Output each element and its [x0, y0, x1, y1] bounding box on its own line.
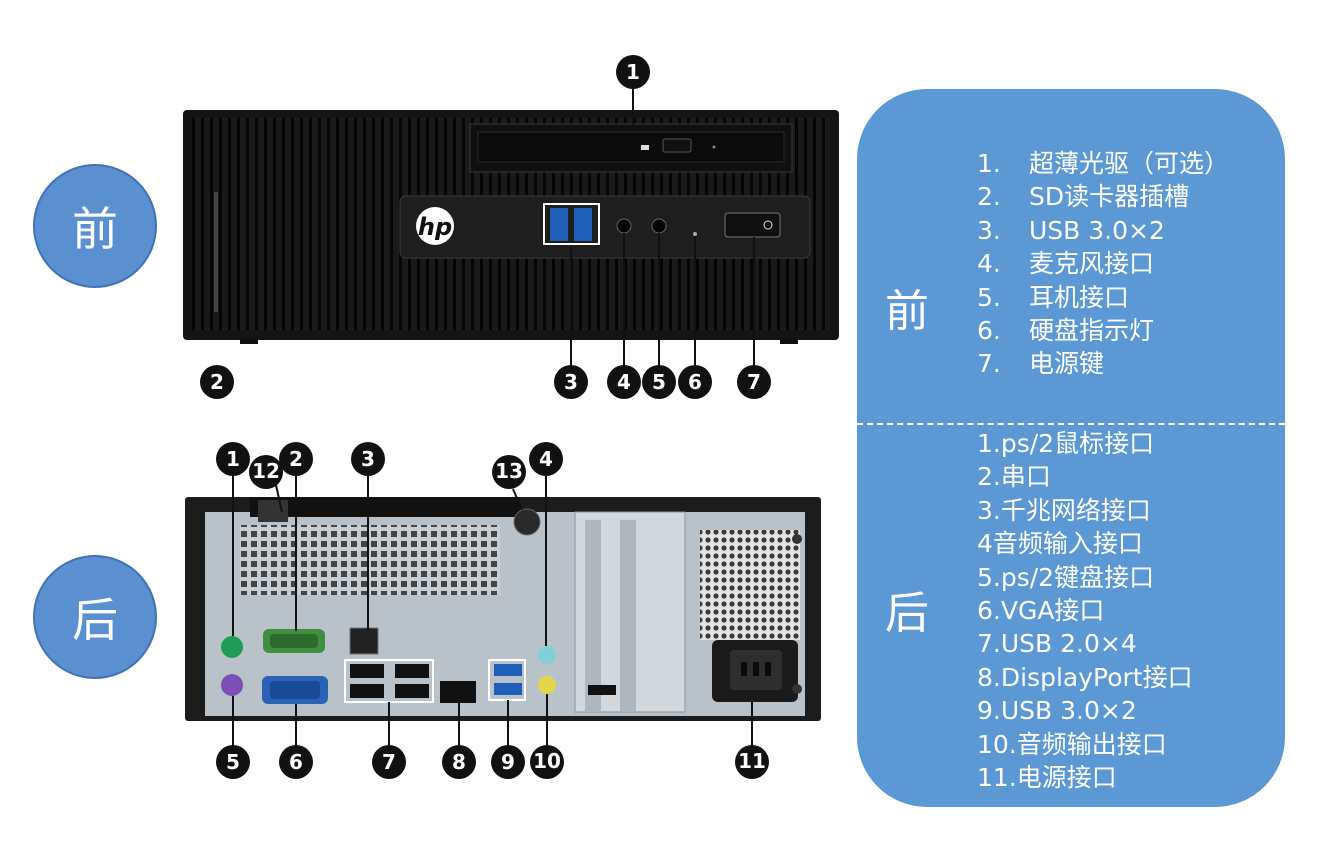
- back-callout-4: 4: [529, 442, 563, 476]
- legend-panel: 前 1.超薄光驱（可选） 2.SD读卡器插槽 3.USB 3.0×2 4.麦克风…: [857, 89, 1285, 807]
- panel-divider: [857, 423, 1285, 425]
- front-port-list: 1.超薄光驱（可选） 2.SD读卡器插槽 3.USB 3.0×2 4.麦克风接口…: [977, 147, 1229, 381]
- back-callout-7: 7: [372, 745, 406, 779]
- svg-text:3: 3: [361, 447, 375, 471]
- list-item: 5.耳机接口: [977, 282, 1130, 312]
- list-item: 4音频输入接口: [977, 529, 1143, 559]
- list-item: 8.DisplayPort接口: [977, 662, 1193, 692]
- front-callout-1: 1: [616, 55, 650, 89]
- list-item: 2.串口: [977, 462, 1051, 492]
- list-item: 2.SD读卡器插槽: [977, 182, 1190, 212]
- front-callouts: 1 2 3 4 5 6 7: [200, 55, 771, 399]
- svg-text:8: 8: [452, 750, 466, 774]
- svg-text:4: 4: [617, 370, 631, 394]
- back-callout-12: 12: [249, 455, 283, 489]
- front-callout-4: 4: [607, 365, 641, 399]
- front-label-circle: 前: [33, 164, 157, 288]
- svg-text:3: 3: [564, 370, 578, 394]
- svg-text:12: 12: [252, 459, 280, 483]
- svg-text:4: 4: [539, 447, 553, 471]
- back-callout-5: 5: [216, 745, 250, 779]
- list-item: 6.硬盘指示灯: [977, 315, 1155, 345]
- front-callout-3: 3: [554, 365, 588, 399]
- svg-text:2: 2: [289, 447, 303, 471]
- back-callouts: 1 2 3 4 5 6 7 8 9 10 11 12 13: [216, 442, 769, 779]
- list-item: 1.ps/2鼠标接口: [977, 429, 1155, 458]
- svg-text:7: 7: [747, 370, 761, 394]
- svg-text:13: 13: [495, 459, 523, 483]
- back-callout-10: 10: [530, 745, 564, 779]
- list-item: 6.VGA接口: [977, 595, 1105, 625]
- back-callout-1: 1: [216, 442, 250, 476]
- front-callout-6: 6: [678, 365, 712, 399]
- back-callout-6: 6: [279, 745, 313, 779]
- list-item: 1.超薄光驱（可选）: [977, 149, 1230, 178]
- svg-text:6: 6: [289, 750, 303, 774]
- svg-text:11: 11: [738, 749, 766, 773]
- svg-text:6: 6: [688, 370, 702, 394]
- legend-front-heading: 前: [885, 286, 929, 337]
- legend-back-heading: 后: [885, 588, 929, 639]
- hp-logo: hp: [418, 213, 452, 241]
- back-chassis: [185, 497, 821, 721]
- front-callout-5: 5: [642, 365, 676, 399]
- list-item: 7.电源键: [977, 349, 1105, 379]
- back-callout-13: 13: [492, 455, 526, 489]
- front-chassis: hp: [183, 110, 839, 344]
- computer-illustration: hp 1 2 3 4 5 6 7: [183, 55, 839, 779]
- list-item: 5.ps/2键盘接口: [977, 562, 1155, 592]
- back-callout-9: 9: [491, 745, 525, 779]
- list-item: 9.USB 3.0×2: [977, 696, 1137, 726]
- svg-text:1: 1: [226, 447, 240, 471]
- front-callout-2: 2: [200, 365, 234, 399]
- back-callout-2: 2: [279, 442, 313, 476]
- list-item: 11.电源接口: [977, 762, 1117, 792]
- svg-text:10: 10: [533, 749, 561, 773]
- svg-text:2: 2: [210, 370, 224, 394]
- list-item: 3.USB 3.0×2: [977, 215, 1165, 245]
- list-item: 10.音频输出接口: [977, 729, 1167, 759]
- list-item: 4.麦克风接口: [977, 249, 1155, 279]
- svg-text:9: 9: [501, 750, 515, 774]
- list-item: 3.千兆网络接口: [977, 495, 1151, 525]
- list-item: 7.USB 2.0×4: [977, 629, 1137, 659]
- svg-text:5: 5: [652, 370, 666, 394]
- svg-text:7: 7: [382, 750, 396, 774]
- back-callout-3: 3: [351, 442, 385, 476]
- front-callout-7: 7: [737, 365, 771, 399]
- svg-text:1: 1: [626, 60, 640, 84]
- svg-text:5: 5: [226, 750, 240, 774]
- back-port-list: 1.ps/2鼠标接口 2.串口 3.千兆网络接口 4音频输入接口 5.ps/2键…: [977, 427, 1193, 794]
- back-callout-11: 11: [735, 745, 769, 779]
- back-label-circle: 后: [33, 555, 157, 679]
- back-callout-8: 8: [442, 745, 476, 779]
